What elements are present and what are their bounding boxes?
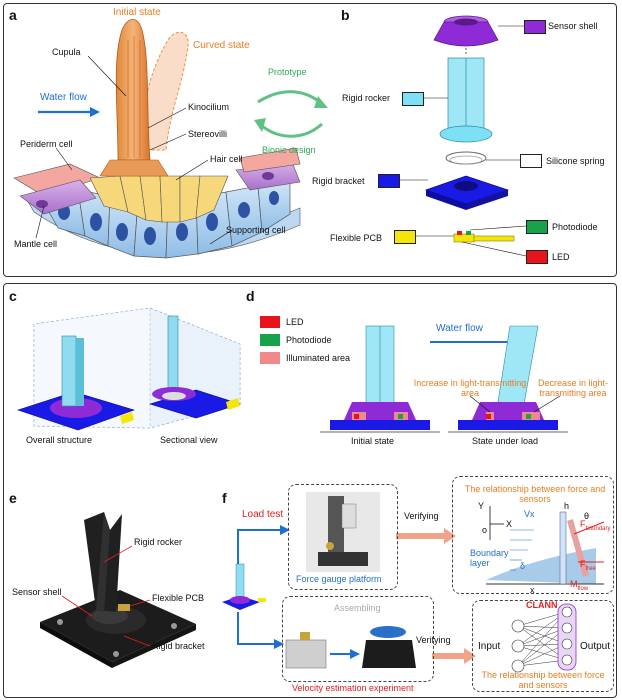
label-water-flow-d: Water flow [436,323,483,334]
label-bionic-design: Bionic design [262,145,316,155]
boundary-layer-box [452,476,614,594]
label-hair-cell: Hair cell [210,154,243,164]
axis-x-label: X [506,519,513,529]
label-vx: Vx [524,509,535,519]
label-supporting-cell: Supporting cell [226,225,286,235]
legend-photodiode: Photodiode [286,335,332,345]
label-load-test: Load test [242,509,284,520]
swatch-rigid-rocker [402,92,424,106]
label-boundary-layer: Boundary layer [470,548,509,569]
axis-o-label: o [482,525,488,535]
label-f-free: Ffree [580,559,596,572]
label-relationship-2: The relationship between force and senso… [481,670,605,691]
label-rigid-rocker-e: Rigid rocker [134,537,183,547]
label-delta: δ [520,561,526,571]
label-output: Output [580,641,611,652]
label-flexible-pcb-b: Flexible PCB [330,233,383,243]
label-rigid-bracket-e: Rigid bracket [152,641,205,651]
panel-label-c: c [9,288,17,304]
label-verifying-2: Verifying [416,635,451,645]
swatch-illuminated-d [260,352,280,364]
force-gauge-box [288,484,398,590]
label-input: Input [478,641,501,652]
legend-led: LED [286,317,304,327]
label-h: h [564,501,570,511]
swatch-rigid-bracket [378,174,400,188]
assembling-box [282,596,434,682]
label-periderm-cell: Periderm cell [20,139,73,149]
label-sensor-shell-e: Sensor shell [12,587,62,597]
label-water-flow-a: Water flow [40,92,87,103]
label-clann: CLANN [526,600,558,610]
label-m-flow: Mflow [570,579,589,592]
panel-label-b: b [341,7,350,23]
swatch-silicone-spring [520,154,542,168]
swatch-photodiode-d [260,334,280,346]
label-relationship-1: The relationship between force and senso… [464,484,606,505]
label-kinocilium: Kinocilium [188,102,230,112]
swatch-photodiode [526,220,548,234]
legend-illuminated-area: Illuminated area [286,353,351,363]
label-sectional-view: Sectional view [160,435,218,445]
label-x-small: x [530,585,535,595]
axis-y-label: Y [478,501,485,511]
label-assembling: Assembling [334,603,381,613]
label-rigid-rocker-b: Rigid rocker [342,93,391,103]
label-stereovilli: Stereovilli [188,129,228,139]
label-curved-state: Curved state [193,40,250,51]
label-rigid-bracket: Rigid bracket [312,176,365,186]
swatch-sensor-shell [524,20,546,34]
label-overall-structure: Overall structure [26,435,93,445]
label-velocity-experiment: Velocity estimation experiment [292,683,414,693]
swatch-led-d [260,316,280,328]
label-cupula: Cupula [52,47,81,57]
label-led-b: LED [552,252,570,262]
label-increase-light: Increase in light-transmitting area [413,378,527,399]
label-photodiode-b: Photodiode [552,222,598,232]
label-verifying-1: Verifying [404,511,439,521]
label-state-under-load: State under load [472,436,539,446]
label-mantle-cell: Mantle cell [14,239,58,249]
label-initial-state-d: Initial state [351,436,395,446]
swatch-flexible-pcb [394,230,416,244]
clann-box [472,600,614,692]
panel-label-e: e [9,490,17,506]
panel-label-a: a [9,7,17,23]
label-force-gauge-platform: Force gauge platform [296,574,382,584]
label-f-boundary: Fboundary [580,519,611,532]
panel-label-d: d [246,288,255,304]
swatch-led [526,250,548,264]
panel-label-f: f [222,490,227,506]
label-decrease-light: Decrease in light-transmitting area [537,378,609,399]
label-silicone-spring: Silicone spring [546,156,605,166]
label-sensor-shell-b: Sensor shell [548,21,598,31]
label-theta: θ [584,511,590,521]
label-prototype: Prototype [268,67,307,77]
label-flexible-pcb-e: Flexible PCB [152,593,205,603]
label-initial-state: Initial state [113,7,161,18]
